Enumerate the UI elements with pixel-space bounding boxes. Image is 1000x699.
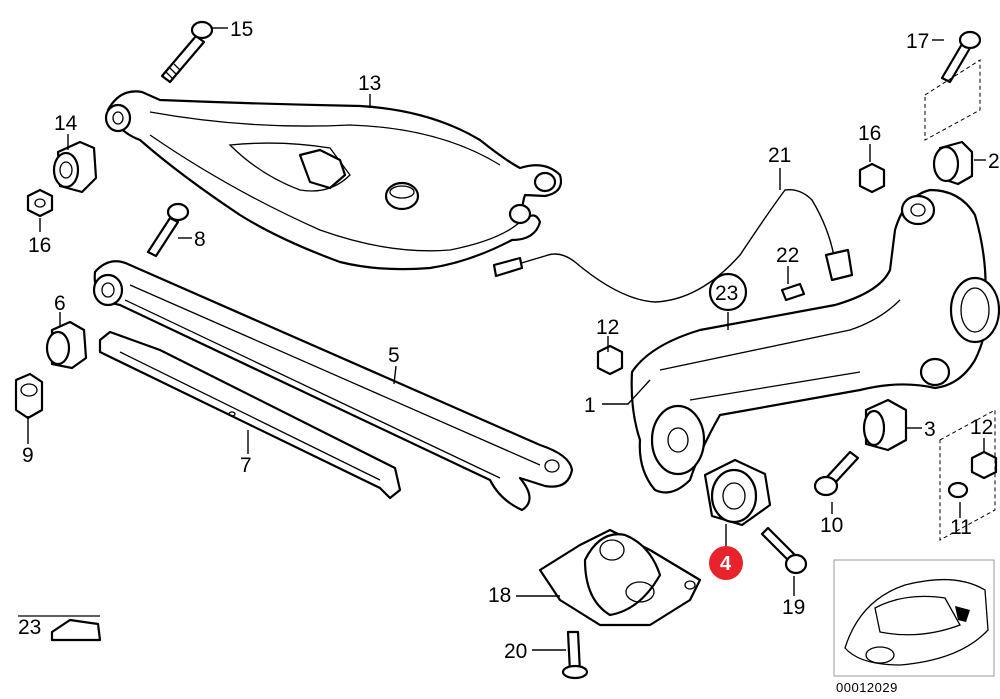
- callout-12-left: 12: [596, 316, 619, 339]
- trailing-arm-1[interactable]: [630, 188, 1000, 494]
- callout-7: 7: [240, 454, 252, 477]
- bolt-15[interactable]: [160, 20, 214, 84]
- bolt-10[interactable]: [813, 450, 860, 497]
- callout-23-circle: [708, 272, 748, 312]
- nut-12-right[interactable]: [970, 450, 998, 480]
- sensor-wire-21[interactable]: [492, 189, 854, 303]
- callout-15: 15: [230, 18, 253, 41]
- washer-11[interactable]: [939, 409, 996, 541]
- callout-8: 8: [194, 228, 206, 251]
- bracket-23[interactable]: [18, 615, 102, 642]
- cover-plate-7[interactable]: [98, 330, 402, 500]
- callout-9: 9: [22, 444, 34, 467]
- bolt-20[interactable]: [561, 630, 589, 680]
- callout-labels: 15 13 14 16 8 6 9 5 7 12 1 17 16 2 21 22…: [18, 18, 1000, 663]
- callout-2: 2: [988, 150, 1000, 173]
- bushing-3[interactable]: [862, 398, 908, 452]
- callout-22: 22: [776, 244, 799, 267]
- callout-3: 3: [924, 418, 936, 441]
- bolt-8[interactable]: [146, 202, 190, 258]
- callout-23-bottom: 23: [18, 616, 41, 639]
- callout-11: 11: [950, 516, 972, 539]
- nut-12-left[interactable]: [596, 344, 624, 376]
- callout-13: 13: [358, 72, 381, 95]
- bolt-22[interactable]: [780, 282, 806, 302]
- callout-5: 5: [388, 344, 400, 367]
- bolt-19[interactable]: [760, 526, 808, 575]
- bushing-2[interactable]: [932, 140, 974, 186]
- leader-lines: [27, 27, 986, 651]
- callout-10: 10: [820, 514, 843, 537]
- bolt-17[interactable]: [924, 30, 982, 141]
- callout-12-right: 12: [970, 416, 993, 439]
- bushing-6[interactable]: [45, 320, 88, 370]
- callout-17: 17: [906, 30, 929, 53]
- callout-16-right: 16: [858, 122, 881, 145]
- nut-16-right[interactable]: [858, 162, 886, 194]
- callout-19: 19: [782, 596, 805, 619]
- bushing-14[interactable]: [52, 140, 98, 194]
- callout-18: 18: [488, 584, 511, 607]
- callout-23-right: 23: [715, 282, 738, 305]
- callout-20: 20: [504, 640, 527, 663]
- callout-6: 6: [54, 292, 66, 315]
- callout-4: 4: [720, 553, 732, 575]
- callout-14: 14: [54, 112, 78, 135]
- diagram-code: 00012029: [836, 680, 898, 695]
- nut-16-left[interactable]: [26, 188, 54, 218]
- callout-4-highlight: [709, 546, 743, 580]
- callout-21: 21: [768, 144, 791, 167]
- bushing-4[interactable]: [703, 458, 772, 527]
- upper-control-arm[interactable]: [104, 90, 563, 271]
- lower-link-5[interactable]: [92, 260, 574, 512]
- callout-1: 1: [584, 394, 596, 417]
- callout-16-left: 16: [28, 234, 51, 257]
- car-location-inset: 00012029: [833, 559, 995, 695]
- mount-18[interactable]: [538, 528, 702, 627]
- nut-9[interactable]: [14, 372, 44, 420]
